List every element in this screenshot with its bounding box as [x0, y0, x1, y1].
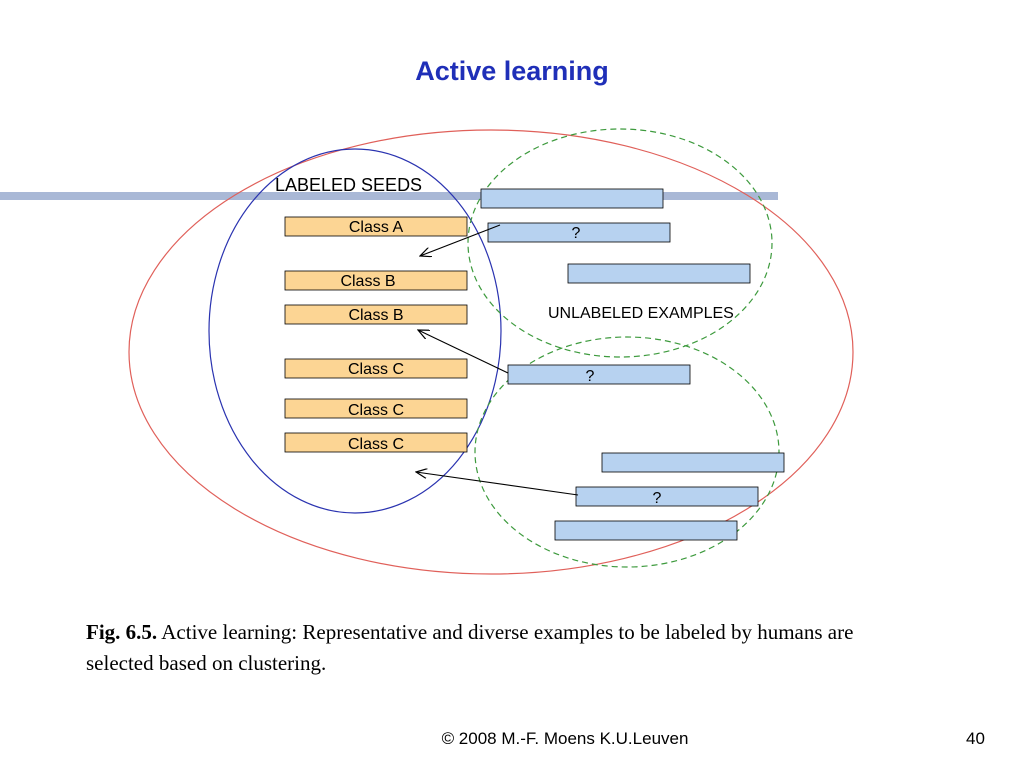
seed-box-2: Class B: [284, 270, 468, 291]
labeled-seeds-ellipse: [208, 148, 502, 514]
query-mark-1: ?: [572, 225, 581, 242]
figure-caption: Fig. 6.5. Active learning: Representativ…: [86, 617, 906, 679]
arrow-query-3: [416, 472, 579, 496]
labeled-seeds-label: LABELED SEEDS: [275, 175, 422, 195]
caption-text: Active learning: Representative and dive…: [86, 620, 854, 675]
page-number: 40: [966, 729, 985, 748]
example-box-4: [554, 520, 738, 541]
seed-label-3: Class B: [348, 307, 403, 324]
query-box-3: ?: [575, 486, 759, 507]
query-box-2: ?: [507, 364, 691, 385]
example-box-1: [480, 188, 664, 209]
unlabeled-examples-label: UNLABELED EXAMPLES: [548, 305, 734, 322]
seed-label-2: Class B: [340, 273, 395, 290]
outer-ellipse: [128, 129, 854, 575]
example-box-3: [601, 452, 785, 473]
figure-label: Fig. 6.5.: [86, 620, 158, 644]
query-box-1: ?: [487, 222, 671, 243]
seed-box-3: Class B: [284, 304, 468, 325]
example-box-2: [567, 263, 751, 284]
seed-box-4: Class C: [284, 358, 468, 379]
seed-box-1: Class A: [284, 216, 468, 237]
seed-box-6: Class C: [284, 432, 468, 453]
cluster-ellipse-top: [467, 128, 773, 358]
seed-label-6: Class C: [348, 436, 404, 453]
title-divider: [0, 192, 778, 200]
seed-box-5: Class C: [284, 398, 468, 419]
query-mark-2: ?: [586, 368, 595, 385]
seed-label-1: Class A: [349, 219, 404, 236]
arrow-query-2: [418, 330, 509, 374]
footer-copyright: © 2008 M.-F. Moens K.U.Leuven: [441, 729, 689, 748]
slide-title: Active learning: [415, 56, 609, 86]
cluster-ellipse-bottom: [474, 336, 780, 568]
query-mark-3: ?: [653, 490, 662, 507]
arrow-query-1: [420, 224, 501, 256]
seed-label-4: Class C: [348, 361, 404, 378]
seed-label-5: Class C: [348, 402, 404, 419]
